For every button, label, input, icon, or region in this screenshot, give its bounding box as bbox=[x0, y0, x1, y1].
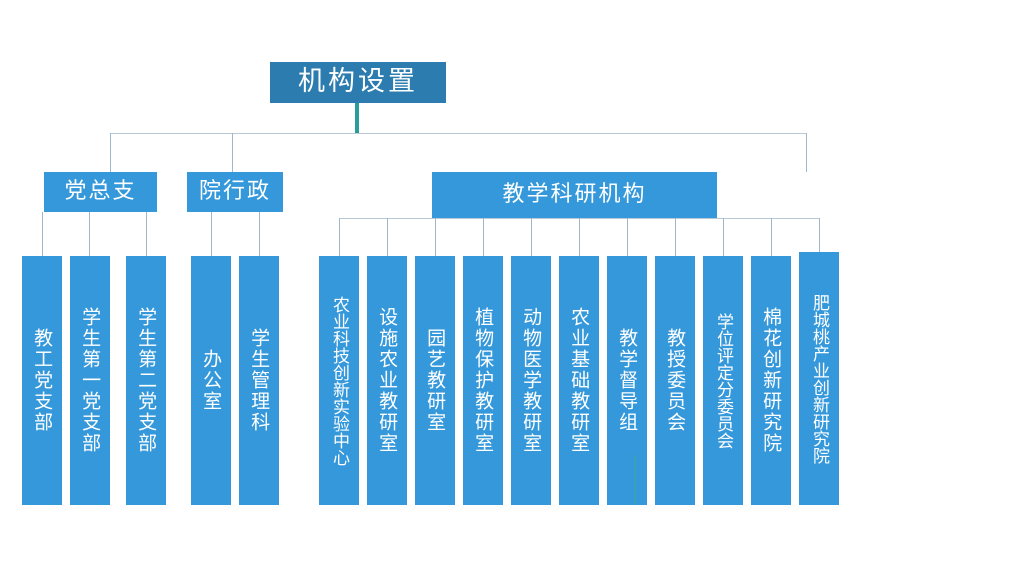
connector-party-child-3 bbox=[146, 212, 147, 257]
node-leaf-academic-5[interactable]: 动物医学教研室 bbox=[511, 256, 551, 505]
node-branch-admin[interactable]: 院行政 bbox=[187, 172, 283, 212]
connector-academic-child-8 bbox=[675, 218, 676, 257]
node-leaf-party-1[interactable]: 教工党支部 bbox=[22, 256, 62, 505]
connector-academic-child-7 bbox=[627, 218, 628, 257]
connector-party-child-1 bbox=[42, 212, 43, 257]
node-leaf-academic-3[interactable]: 园艺教研室 bbox=[415, 256, 455, 505]
connector-academic-child-9 bbox=[723, 218, 724, 257]
connector-academic-child-3 bbox=[435, 218, 436, 257]
node-leaf-academic-11[interactable]: 肥城桃产业创新研究院 bbox=[799, 252, 839, 505]
connector-root-trunk bbox=[355, 103, 359, 133]
node-leaf-academic-4[interactable]: 植物保护教研室 bbox=[463, 256, 503, 505]
connector-stub-teaching-supervision bbox=[634, 455, 636, 505]
connector-academic-child-10 bbox=[771, 218, 772, 257]
connector-drop-admin bbox=[232, 133, 233, 172]
node-leaf-academic-10[interactable]: 棉花创新研究院 bbox=[751, 256, 791, 505]
connector-admin-child-2 bbox=[259, 212, 260, 257]
connector-party-child-2 bbox=[89, 212, 90, 257]
node-root[interactable]: 机构设置 bbox=[270, 62, 446, 103]
connector-academic-child-6 bbox=[579, 218, 580, 257]
node-leaf-academic-9[interactable]: 学位评定分委员会 bbox=[703, 256, 743, 505]
connector-drop-party bbox=[110, 133, 111, 172]
connector-academic-child-4 bbox=[483, 218, 484, 257]
connector-admin-child-1 bbox=[211, 212, 212, 257]
node-leaf-academic-7[interactable]: 教学督导组 bbox=[607, 256, 647, 505]
connector-academic-child-11 bbox=[819, 218, 820, 253]
node-leaf-academic-8[interactable]: 教授委员会 bbox=[655, 256, 695, 505]
connector-level2-distributor bbox=[110, 133, 807, 134]
node-leaf-academic-2[interactable]: 设施农业教研室 bbox=[367, 256, 407, 505]
node-leaf-academic-1[interactable]: 农业科技创新实验中心 bbox=[319, 256, 359, 505]
node-leaf-academic-6[interactable]: 农业基础教研室 bbox=[559, 256, 599, 505]
node-branch-party[interactable]: 党总支 bbox=[44, 172, 157, 212]
node-branch-academic[interactable]: 教学科研机构 bbox=[432, 172, 717, 218]
connector-academic-child-5 bbox=[531, 218, 532, 257]
connector-academic-child-2 bbox=[387, 218, 388, 257]
connector-drop-academic bbox=[806, 133, 807, 172]
node-leaf-party-3[interactable]: 学生第二党支部 bbox=[126, 256, 166, 505]
node-leaf-admin-1[interactable]: 办公室 bbox=[191, 256, 231, 505]
node-leaf-admin-2[interactable]: 学生管理科 bbox=[239, 256, 279, 505]
node-leaf-party-2[interactable]: 学生第一党支部 bbox=[70, 256, 110, 505]
connector-academic-child-1 bbox=[339, 218, 340, 257]
